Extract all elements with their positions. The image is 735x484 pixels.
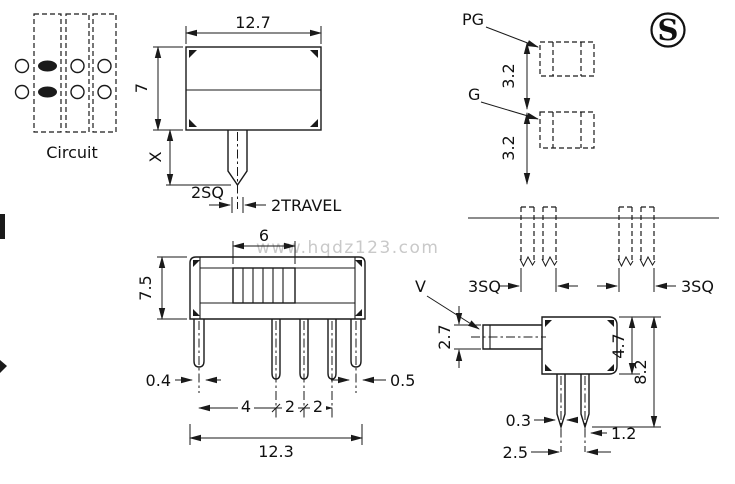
front-body-outline: [189, 256, 366, 320]
logo-letter: S: [658, 13, 679, 47]
dim-travel: 2TRAVEL: [271, 196, 341, 215]
dim-side-body-height: 4.7: [609, 333, 628, 358]
watermark-text: www.hqdz123.com: [256, 238, 440, 258]
dim-actuator-height: 2.7: [435, 324, 454, 349]
side-terminal-pin: [556, 374, 566, 430]
brand-logo: S: [650, 12, 686, 48]
dim-stem-length: X: [146, 151, 165, 162]
dim-pitch-3: 2: [313, 397, 323, 416]
contact-pin: [14, 58, 30, 74]
slider-contact: [38, 86, 57, 98]
dim-square-left: 3SQ: [468, 277, 501, 296]
slider-contact: [38, 60, 57, 72]
side-body-outline: [541, 316, 618, 375]
dim-pin-thickness: 0.3: [506, 411, 531, 430]
g-terminal-view: G 3.2: [468, 85, 595, 185]
pg-terminal-outline: [539, 41, 595, 77]
dim-pg-height: 3.2: [499, 63, 518, 88]
dim-top-height: 7: [132, 83, 151, 93]
circuit-label: Circuit: [46, 143, 98, 162]
logo-circle-icon: [650, 12, 686, 48]
dim-pin-offset: 1.2: [611, 424, 636, 443]
slider-knob: [232, 267, 296, 304]
g-terminal-outline: [539, 111, 595, 149]
contact-pin: [14, 84, 30, 100]
circuit-schematic: Circuit: [14, 13, 117, 162]
dim-g-height: 3.2: [499, 135, 518, 160]
dim-top-width: 12.7: [235, 13, 271, 32]
pg-terminal-view: PG 3.2: [462, 10, 595, 110]
dim-pitch-1: 4: [241, 397, 251, 416]
page-edge-marks: [0, 214, 7, 373]
side-terminal-pin: [580, 374, 590, 430]
contact-pin: [70, 84, 85, 100]
dim-pin-width-left: 0.4: [146, 371, 171, 390]
dim-body-height: 7.5: [136, 275, 155, 300]
contact-pin: [70, 58, 85, 74]
top-view: 12.7 7 X 2SQ 2TRAVEL: [132, 13, 341, 215]
g-label: G: [468, 85, 480, 104]
mounting-pin: [350, 319, 362, 368]
dim-pin-pitch: 2.5: [503, 443, 528, 462]
side-view: V 2.7 4.7 8.2 0.3 1.2: [415, 277, 661, 462]
dim-stem-square: 2SQ: [191, 183, 224, 202]
dim-pin-width-right: 0.5: [390, 371, 415, 390]
bottom-terminal-view: 3SQ 3SQ: [468, 206, 719, 296]
pg-label: PG: [462, 10, 484, 29]
dim-pitch-2: 2: [285, 397, 295, 416]
dim-total-width: 12.3: [258, 442, 294, 461]
contact-pin: [97, 58, 112, 74]
switch-body-outline: [185, 46, 322, 131]
contact-pin: [97, 84, 112, 100]
mounting-pin: [193, 319, 205, 368]
dim-knob-width: 6: [259, 226, 269, 245]
actuator-label: V: [415, 277, 426, 296]
dim-square-right: 3SQ: [681, 277, 714, 296]
dim-total-height: 8.2: [631, 359, 650, 384]
front-view: 6 7.5 0.4 0.5 4 2 2 12.3: [136, 226, 415, 461]
